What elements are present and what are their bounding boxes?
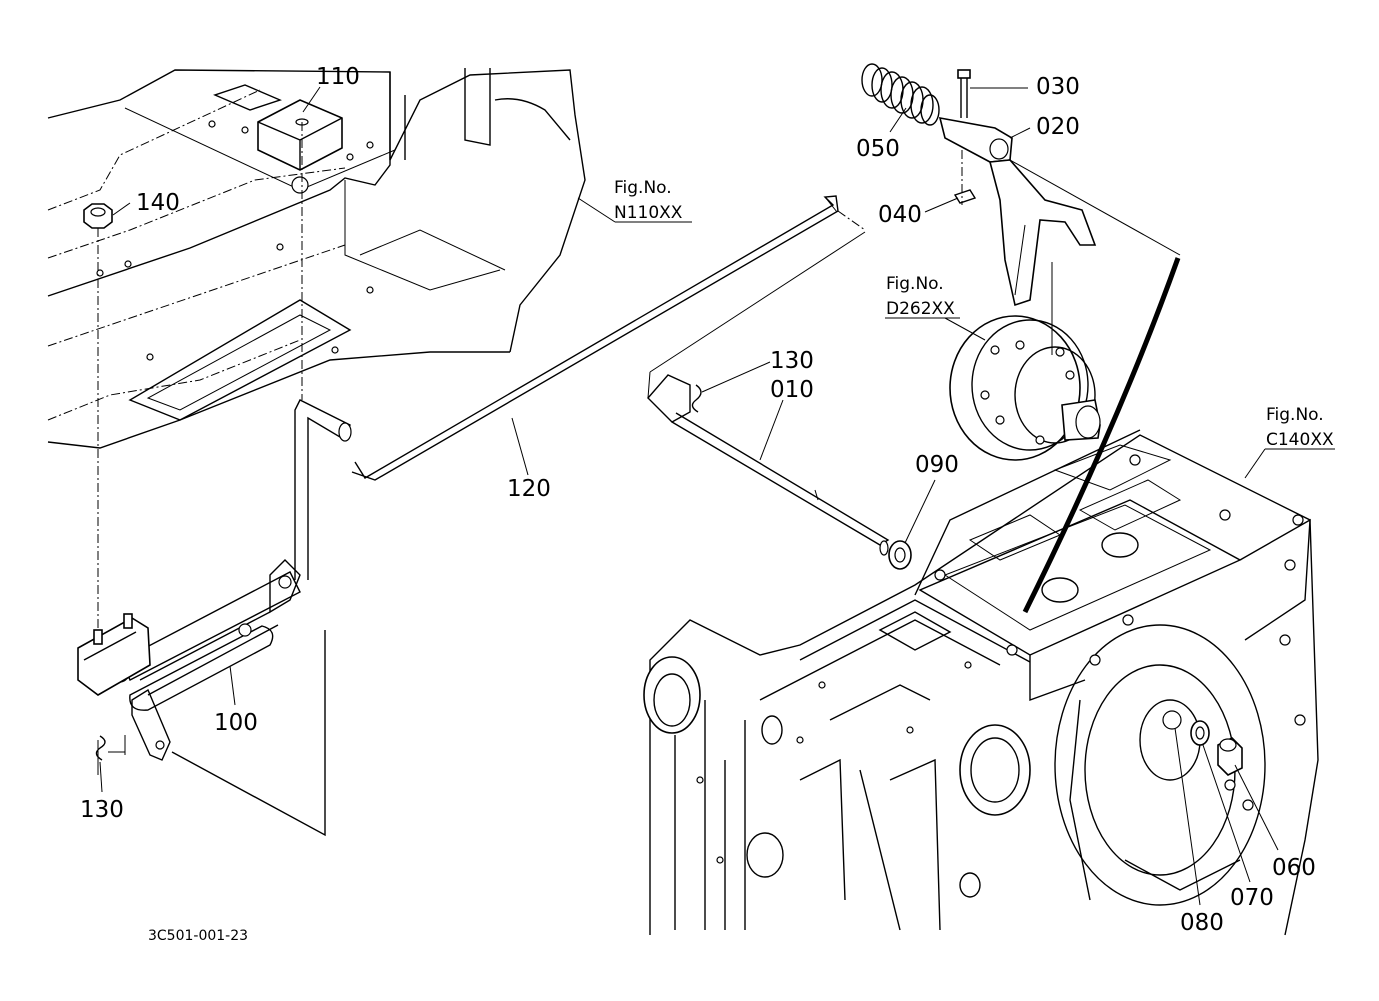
drawing-number: 3C501-001-23 xyxy=(148,928,248,944)
part-label-020: 020 xyxy=(1036,114,1080,140)
transmission-case xyxy=(643,429,1319,936)
part-label-130-top: 130 xyxy=(770,348,814,374)
part-020-fork xyxy=(938,116,1181,307)
part-130-pin-top xyxy=(691,384,702,413)
fig-ref-d262: Fig.No. D262XX xyxy=(886,274,955,319)
part-140-nut xyxy=(83,203,113,229)
fig-ref-c140-label: Fig.No. xyxy=(1266,405,1324,425)
fig-ref-n110: Fig.No. N110XX xyxy=(614,178,683,223)
assembly-sweep-line xyxy=(1022,257,1181,614)
part-label-050: 050 xyxy=(856,136,900,162)
part-label-130-bottom: 130 xyxy=(80,797,124,823)
fig-ref-d262-number: D262XX xyxy=(886,299,955,319)
part-label-030: 030 xyxy=(1036,74,1080,100)
leader-lines xyxy=(99,86,1335,906)
fig-ref-n110-label: Fig.No. xyxy=(614,178,672,198)
part-120-rod xyxy=(351,195,866,481)
part-130-pin-bottom xyxy=(95,735,126,775)
part-label-010: 010 xyxy=(770,377,814,403)
fig-ref-c140: Fig.No. C140XX xyxy=(1266,405,1334,450)
part-label-080: 080 xyxy=(1180,910,1224,936)
part-030-bolt xyxy=(957,69,971,118)
part-label-120: 120 xyxy=(507,476,551,502)
fig-ref-n110-number: N110XX xyxy=(614,203,683,223)
fig-ref-d262-label: Fig.No. xyxy=(886,274,944,294)
part-010-shaft xyxy=(647,231,890,556)
part-100-lever xyxy=(77,399,352,837)
part-110-block xyxy=(257,99,343,171)
part-label-060: 060 xyxy=(1272,855,1316,881)
differential-assembly xyxy=(949,262,1101,461)
frame-floor-panel xyxy=(47,68,586,449)
fig-ref-c140-number: C140XX xyxy=(1266,430,1334,450)
part-label-040: 040 xyxy=(878,202,922,228)
part-090-seal xyxy=(888,540,912,570)
part-label-070: 070 xyxy=(1230,885,1274,911)
part-label-090: 090 xyxy=(915,452,959,478)
part-050-spring xyxy=(861,63,940,126)
part-label-140: 140 xyxy=(136,190,180,216)
part-label-100: 100 xyxy=(214,710,258,736)
part-label-110: 110 xyxy=(316,64,360,90)
part-040-pin xyxy=(953,189,977,204)
